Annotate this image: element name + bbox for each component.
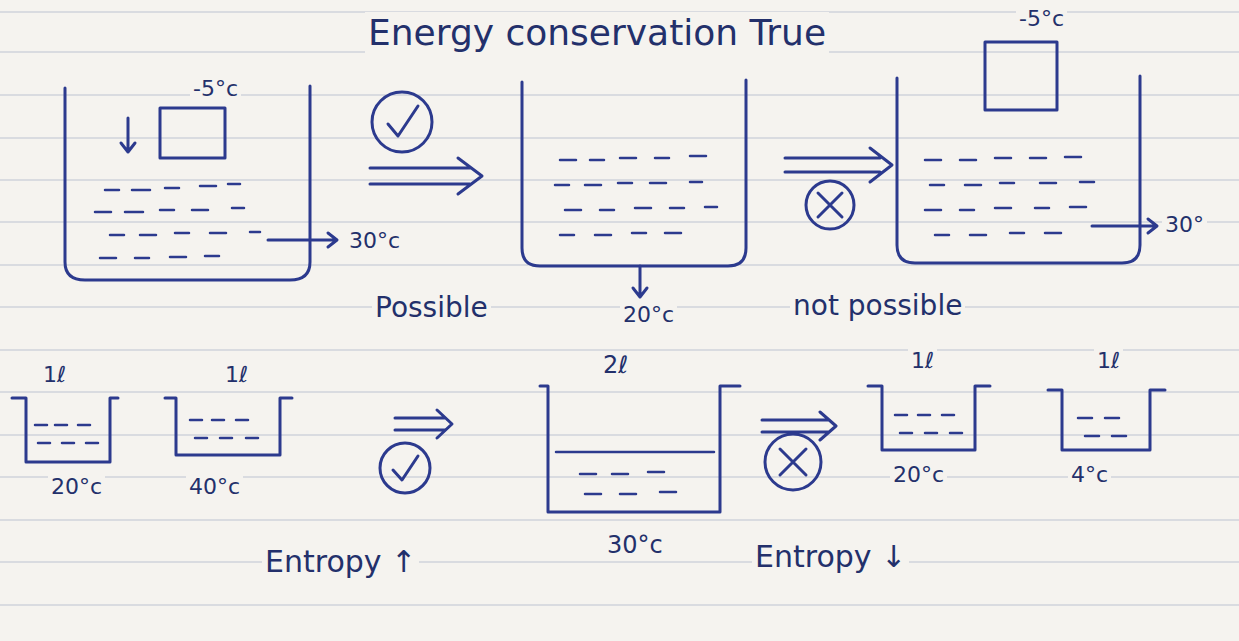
- container: [540, 386, 740, 512]
- double-arrow: [785, 148, 892, 182]
- ruled-lines: [0, 12, 1239, 605]
- note-label: Entropy ↑: [262, 544, 419, 579]
- ice-cube: [160, 108, 225, 158]
- label-holder: 30°c: [346, 228, 403, 253]
- note-label: 20°c: [620, 302, 677, 327]
- label-holder: 40°c: [186, 474, 243, 499]
- beaker: [65, 86, 310, 280]
- note-label: 20°c: [890, 462, 947, 487]
- pointer-arrow: [268, 233, 337, 247]
- double-arrow: [370, 158, 482, 194]
- note-label: not possible: [790, 289, 965, 322]
- water-dashes: [190, 420, 258, 438]
- water-dashes: [1078, 418, 1126, 436]
- note-label: 30°: [1162, 212, 1207, 237]
- label-holder: 4°c: [1068, 462, 1111, 487]
- beaker: [897, 76, 1140, 263]
- pointer-arrow: [1092, 219, 1157, 233]
- label-holder: -5°c: [190, 76, 241, 101]
- label-holder: 30°c: [604, 532, 666, 560]
- label-holder: -5°c: [1016, 6, 1067, 31]
- label-holder: not possible: [790, 290, 965, 322]
- title-holder: Energy conservation True: [365, 12, 829, 53]
- container: [868, 386, 990, 450]
- check-circle: [372, 92, 432, 152]
- container: [12, 398, 118, 462]
- label-holder: 20°c: [48, 474, 105, 499]
- label-holder: Entropy ↑: [262, 545, 419, 580]
- label-holder: 30°: [1162, 212, 1207, 237]
- note-label: 30°c: [346, 228, 403, 253]
- water-dashes: [556, 452, 714, 494]
- note-label: -5°c: [1016, 6, 1067, 31]
- note-label: 1ℓ: [1094, 348, 1123, 373]
- label-holder: 20°c: [620, 302, 677, 327]
- label-holder: 1ℓ: [222, 362, 251, 387]
- page-title: Energy conservation True: [365, 12, 829, 53]
- drop-arrow: [121, 118, 135, 152]
- check-mark: [388, 106, 418, 136]
- note-label: 30°c: [604, 531, 666, 559]
- cross-circle: [806, 181, 854, 229]
- water-dashes: [35, 425, 98, 443]
- cross-mark: [818, 193, 842, 217]
- label-holder: Entropy ↓: [752, 540, 909, 575]
- label-holder: 20°c: [890, 462, 947, 487]
- note-label: 2ℓ: [600, 351, 631, 379]
- note-label: Entropy ↓: [752, 539, 909, 574]
- check-mark: [393, 456, 418, 480]
- beaker: [522, 80, 746, 266]
- check-circle: [380, 443, 430, 493]
- note-label: 4°c: [1068, 462, 1111, 487]
- label-holder: Possible: [372, 292, 491, 324]
- cross-mark: [780, 449, 806, 475]
- label-holder: 1ℓ: [40, 362, 69, 387]
- note-label: 1ℓ: [40, 362, 69, 387]
- container: [165, 398, 292, 455]
- note-label: 20°c: [48, 474, 105, 499]
- container: [1048, 390, 1165, 450]
- water-dashes: [925, 157, 1094, 235]
- ice-cube: [985, 42, 1057, 110]
- note-label: 1ℓ: [222, 362, 251, 387]
- water-dashes: [895, 415, 962, 433]
- water-dashes: [95, 184, 260, 258]
- double-arrow: [395, 410, 452, 438]
- note-label: 40°c: [186, 474, 243, 499]
- note-label: -5°c: [190, 76, 241, 101]
- label-holder: 1ℓ: [1094, 348, 1123, 373]
- water-dashes: [555, 156, 717, 235]
- label-holder: 2ℓ: [600, 352, 631, 380]
- pointer-arrow: [633, 266, 647, 297]
- cross-circle: [765, 434, 821, 490]
- note-label: Possible: [372, 291, 491, 324]
- label-holder: 1ℓ: [908, 348, 937, 373]
- note-label: 1ℓ: [908, 348, 937, 373]
